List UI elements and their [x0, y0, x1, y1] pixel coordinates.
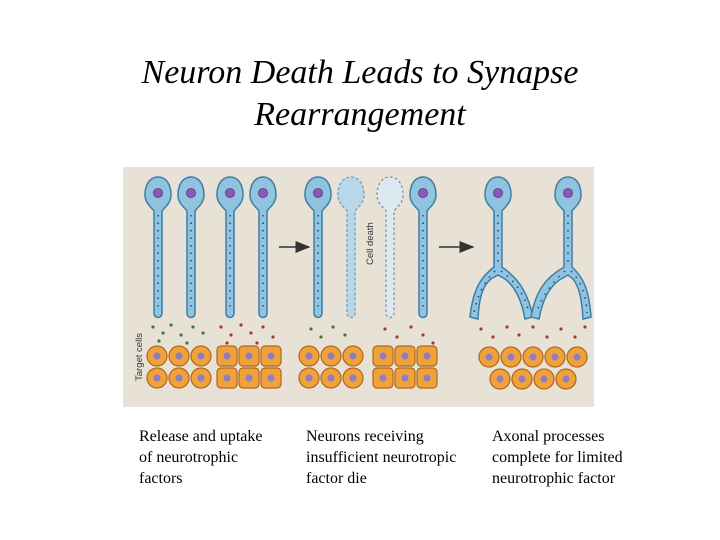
figure-canvas: Target cells Cell death: [134, 176, 592, 390]
neuron-straight-4: [249, 176, 277, 319]
slide-title: Neuron Death Leads to Synapse Rearrangem…: [0, 52, 720, 136]
caption-2-line-2: insufficient neurotropic: [306, 449, 457, 466]
neuron-branching-1: [469, 176, 534, 320]
neurotrophic-factor-dots-panel-2: [309, 325, 435, 345]
neurotrophic-factor-dots-panel-1: [151, 323, 275, 345]
caption-2-line-1: Neurons receiving: [306, 428, 424, 445]
caption-1-line-3: factors: [139, 470, 183, 487]
neuron-surviving-2: [409, 176, 437, 319]
caption-3-line-2: complete for limited: [492, 449, 623, 466]
caption-3-line-3: neurotrophic factor: [492, 470, 616, 487]
neuron-dying-1: [337, 176, 365, 319]
caption-neurons-die: Neurons receiving insufficient neurotrop…: [306, 426, 491, 489]
slide-title-line-2: Rearrangement: [254, 96, 466, 133]
caption-axonal-processes: Axonal processes complete for limited ne…: [492, 426, 652, 489]
caption-3-line-1: Axonal processes: [492, 428, 605, 445]
cell-death-label: Cell death: [365, 222, 376, 265]
neurotrophic-factor-dots-panel-3: [479, 325, 587, 339]
target-cells-panel-3: [478, 346, 588, 390]
neuron-branching-2: [530, 176, 592, 320]
synapse-rearrangement-figure: Target cells Cell death: [123, 167, 594, 407]
caption-1-line-2: of neurotrophic: [139, 449, 239, 466]
caption-2-line-3: factor die: [306, 470, 367, 487]
target-cells-label: Target cells: [134, 333, 145, 381]
target-cells-panel-1: [146, 345, 282, 389]
neuron-dying-2: [376, 176, 404, 319]
slide-title-line-1: Neuron Death Leads to Synapse: [141, 54, 579, 91]
caption-release-uptake: Release and uptake of neurotrophic facto…: [139, 426, 289, 489]
neuron-straight-2: [177, 176, 205, 319]
neuron-straight-1: [144, 176, 172, 319]
target-cells-panel-2: [298, 345, 438, 389]
neuron-straight-3: [216, 176, 244, 319]
caption-1-line-1: Release and uptake: [139, 428, 263, 445]
neuron-surviving-1: [304, 176, 332, 319]
